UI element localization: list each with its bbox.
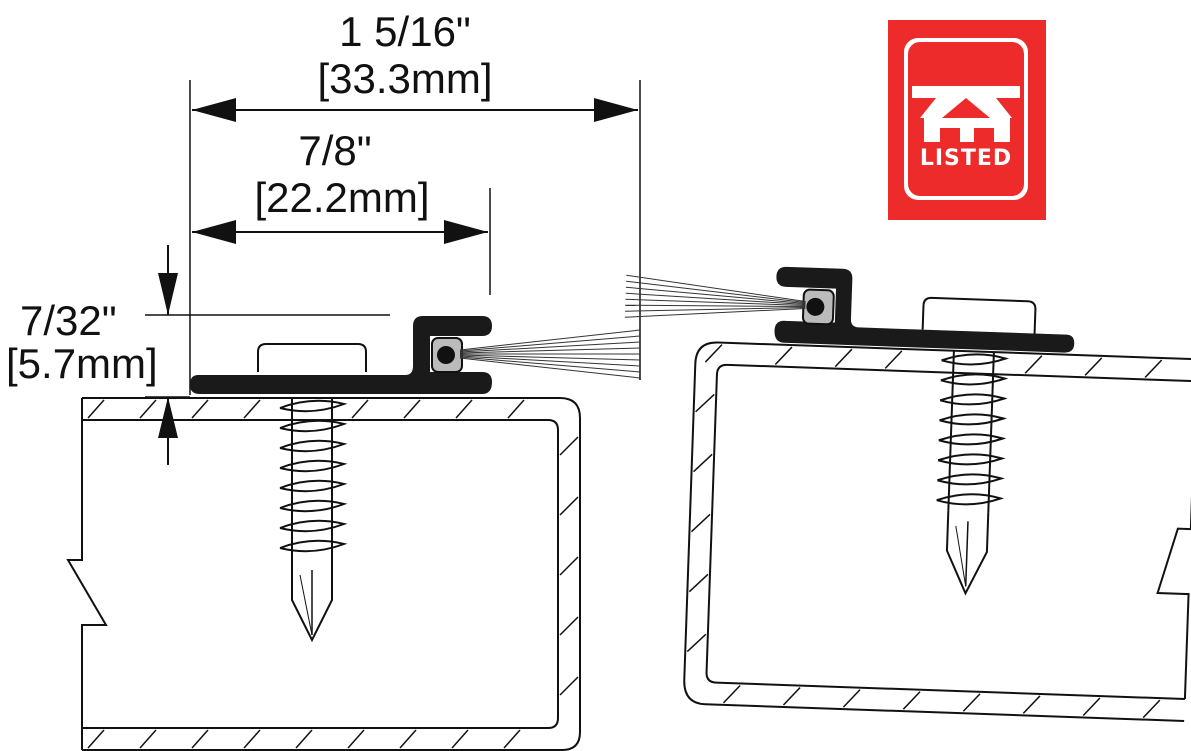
arrowhead-left: [192, 220, 236, 244]
arrowhead-right: [594, 98, 638, 122]
arrowhead-left: [192, 98, 236, 122]
left-screw-head: [257, 343, 367, 372]
dimension-height: 7/32" [5.7mm]: [6, 245, 390, 465]
height-fraction: 7/32": [20, 297, 117, 344]
left-screw-shank: [279, 398, 348, 643]
face-width-metric: [22.2mm]: [254, 174, 429, 221]
height-metric: [5.7mm]: [6, 340, 158, 387]
logo-mark-icon: [912, 86, 1020, 142]
right-screw-shank: [936, 350, 1010, 596]
right-sweep-extrusion: [774, 266, 1075, 353]
arrowhead-right: [444, 220, 488, 244]
overall-width-fraction: 1 5/16": [339, 8, 471, 55]
dimension-face-width: 7/8" [22.2mm]: [192, 127, 491, 295]
dimension-overall-width: 1 5/16" [33.3mm]: [189, 8, 641, 395]
right-brush-core: [806, 297, 825, 316]
arrowhead-up: [158, 397, 178, 438]
hatching-top: [87, 399, 525, 419]
hatching-top: [704, 344, 1163, 378]
hatching-left: [686, 393, 715, 653]
arrowhead-down: [158, 273, 178, 315]
overall-width-metric: [33.3mm]: [317, 55, 492, 102]
right-tube: [683, 341, 1191, 722]
hatching-bottom: [87, 729, 521, 749]
left-brush-core: [437, 346, 455, 364]
hatching-right: [559, 436, 579, 696]
left-brush-bristles: [459, 329, 641, 379]
face-width-fraction: 7/8": [298, 127, 371, 174]
right-brush-bristles: [624, 274, 806, 318]
right-assembly: [624, 266, 1191, 722]
left-sweep-extrusion: [190, 316, 492, 394]
hatching-bottom: [722, 684, 1161, 719]
left-tube: [66, 397, 581, 751]
logo-label: LISTED: [920, 146, 1012, 171]
right-screw-head: [921, 296, 1037, 334]
left-assembly: [66, 316, 641, 751]
listed-certification-logo: LISTED: [888, 20, 1046, 220]
